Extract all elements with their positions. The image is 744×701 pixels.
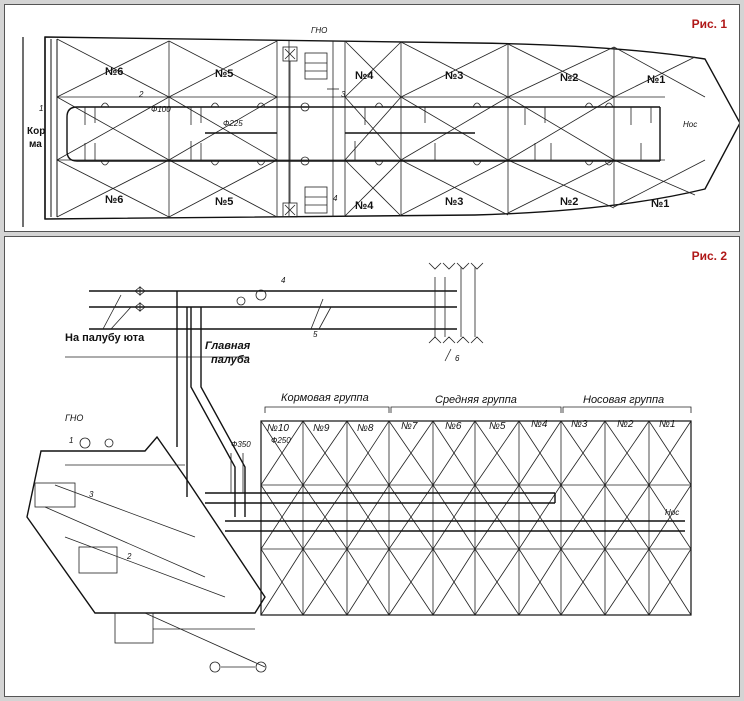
pump-room-label: ГНО — [311, 26, 327, 35]
callout-5: 5 — [313, 330, 318, 339]
tank-label: №4 — [355, 200, 374, 212]
tank-label: №3 — [571, 419, 588, 430]
group-label-bow: Носовая группа — [583, 394, 664, 406]
stern-label-top: Кор — [27, 126, 45, 137]
tank-label: №9 — [313, 423, 330, 434]
tank-label: №7 — [401, 421, 418, 432]
poop-deck-label: На палубу юта — [65, 332, 145, 344]
tank-label: №5 — [215, 196, 233, 208]
tank-label: №4 — [355, 70, 374, 82]
pump-room-label: ГНО — [65, 413, 83, 423]
tank-label: №4 — [531, 419, 548, 430]
tank-label: №2 — [560, 72, 578, 84]
group-brackets — [230, 406, 692, 493]
valve-symbols — [100, 102, 614, 166]
diameter-250-label: Ф250 — [271, 436, 291, 445]
tank-labels: №10 №9 №8 №7 №6 №5 №4 №3 №2 №1 — [267, 419, 675, 434]
tank-main-lines — [205, 492, 685, 532]
figure-2-panel: Рис. 2 — [4, 236, 740, 697]
transverse-bulkheads — [168, 41, 615, 217]
tank-label: №3 — [445, 196, 463, 208]
tank-grid-lines — [261, 421, 691, 615]
diameter-100-label: Ф100 — [151, 105, 171, 114]
tank-label: №5 — [215, 68, 233, 80]
tank-label: №1 — [651, 198, 669, 210]
figure-1-diagram: Кор ма Нос ГНО Ф100 Ф225 1 2 3 4 №6 №5 №… — [22, 26, 739, 227]
tank-label: №1 — [659, 419, 675, 430]
main-deck-label-line1: Главная — [205, 340, 251, 352]
figure-2-title: Рис. 2 — [691, 249, 727, 263]
tank-label: №1 — [647, 74, 665, 86]
pump-room-outline — [26, 435, 266, 614]
tank-grid-diagonals — [260, 420, 692, 616]
callout-2: 2 — [138, 90, 144, 99]
pump-room-equipment — [282, 46, 339, 218]
tank-label: №3 — [445, 70, 463, 82]
diameter-350-label: Ф350 — [231, 440, 251, 449]
bow-label: Нос — [683, 120, 697, 129]
tank-label: №2 — [617, 419, 634, 430]
figure-1-title: Рис. 1 — [691, 17, 727, 31]
diameter-225-label: Ф225 — [223, 119, 243, 128]
cargo-pipelines — [66, 106, 661, 162]
group-label-stern: Кормовая группа — [281, 392, 369, 404]
callout-3: 3 — [89, 490, 94, 499]
tank-label: №8 — [357, 423, 374, 434]
tank-label: №6 — [105, 194, 123, 206]
figure-2-callouts: 1 2 3 4 5 6 — [69, 276, 460, 561]
pump-room-piping — [34, 437, 267, 673]
callout-2: 2 — [126, 552, 132, 561]
tank-grid-frame — [260, 420, 692, 616]
stern-label-bottom: ма — [29, 139, 42, 150]
callout-4: 4 — [281, 276, 286, 285]
callout-3: 3 — [341, 90, 346, 99]
group-label-middle: Средняя группа — [435, 394, 517, 406]
tank-label: №5 — [489, 421, 506, 432]
bow-label: Нос — [665, 508, 679, 517]
tank-labels-bottom: №6 №5 №4 №3 №2 №1 — [105, 194, 669, 212]
callout-1: 1 — [69, 436, 73, 445]
deck-pipelines — [89, 290, 457, 517]
group-labels: Кормовая группа Средняя группа Носовая г… — [281, 392, 664, 406]
tank-label: №6 — [445, 421, 462, 432]
tank-labels-top: №6 №5 №4 №3 №2 №1 — [105, 66, 665, 86]
main-deck-label-line2: палуба — [211, 354, 250, 366]
callout-6: 6 — [455, 354, 460, 363]
figure-2-diagram: На палубу юта Главная палуба ГНО Ф250 Ф3… — [26, 262, 692, 673]
tank-diagonals — [56, 38, 706, 218]
hull-outline — [44, 36, 739, 220]
callout-1: 1 — [39, 104, 43, 113]
tank-label: №10 — [267, 423, 289, 434]
tank-label: №2 — [560, 196, 578, 208]
tank-label: №6 — [105, 66, 123, 78]
callout-4: 4 — [333, 194, 338, 203]
deck-manifold — [428, 262, 484, 344]
figure-1-panel: Рис. 1 — [4, 4, 740, 232]
